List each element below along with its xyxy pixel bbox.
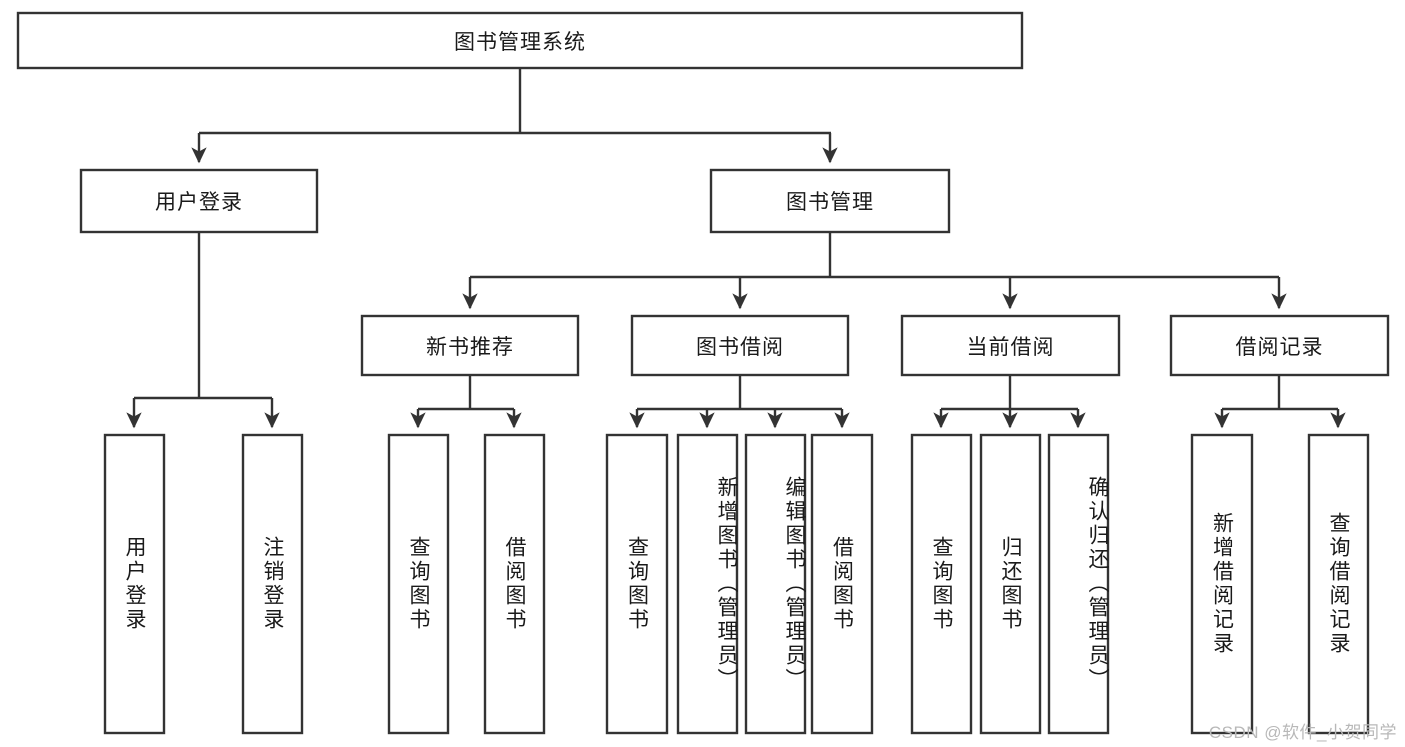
node-borrow-records[interactable]	[1169, 314, 1390, 377]
node-user-login[interactable]	[79, 168, 319, 234]
leaf-box[interactable]	[979, 433, 1042, 735]
leaf-box[interactable]	[744, 433, 807, 735]
connector-root-to-level2	[191, 68, 838, 164]
leaf-box[interactable]	[103, 433, 166, 735]
watermark: CSDN @软件_小贺同学	[1208, 723, 1397, 742]
leaf-box[interactable]	[676, 433, 739, 735]
leaf-box[interactable]	[810, 433, 874, 735]
node-book-management[interactable]	[709, 168, 951, 234]
leaf-box[interactable]	[605, 433, 669, 735]
leaf-box[interactable]	[387, 433, 450, 735]
leaf-box[interactable]	[1047, 433, 1110, 735]
leaf-box[interactable]	[483, 433, 546, 735]
leaf-box[interactable]	[910, 433, 973, 735]
connector-records-to-leaves	[1214, 375, 1346, 429]
leaf-box[interactable]	[1307, 433, 1370, 735]
node-root[interactable]	[16, 11, 1024, 70]
node-book-borrow[interactable]	[630, 314, 850, 377]
node-current-borrow[interactable]	[900, 314, 1121, 377]
connector-newbook-to-leaves	[410, 375, 522, 429]
connector-userlogin-to-leaves	[126, 232, 280, 429]
leaf-box[interactable]	[241, 433, 304, 735]
node-new-book-recommend[interactable]	[360, 314, 580, 377]
connector-bookmgmt-to-level3	[462, 232, 1287, 310]
connector-borrow-to-leaves	[629, 375, 850, 429]
connector-current-to-leaves	[933, 375, 1086, 429]
leaf-box[interactable]	[1190, 433, 1254, 735]
